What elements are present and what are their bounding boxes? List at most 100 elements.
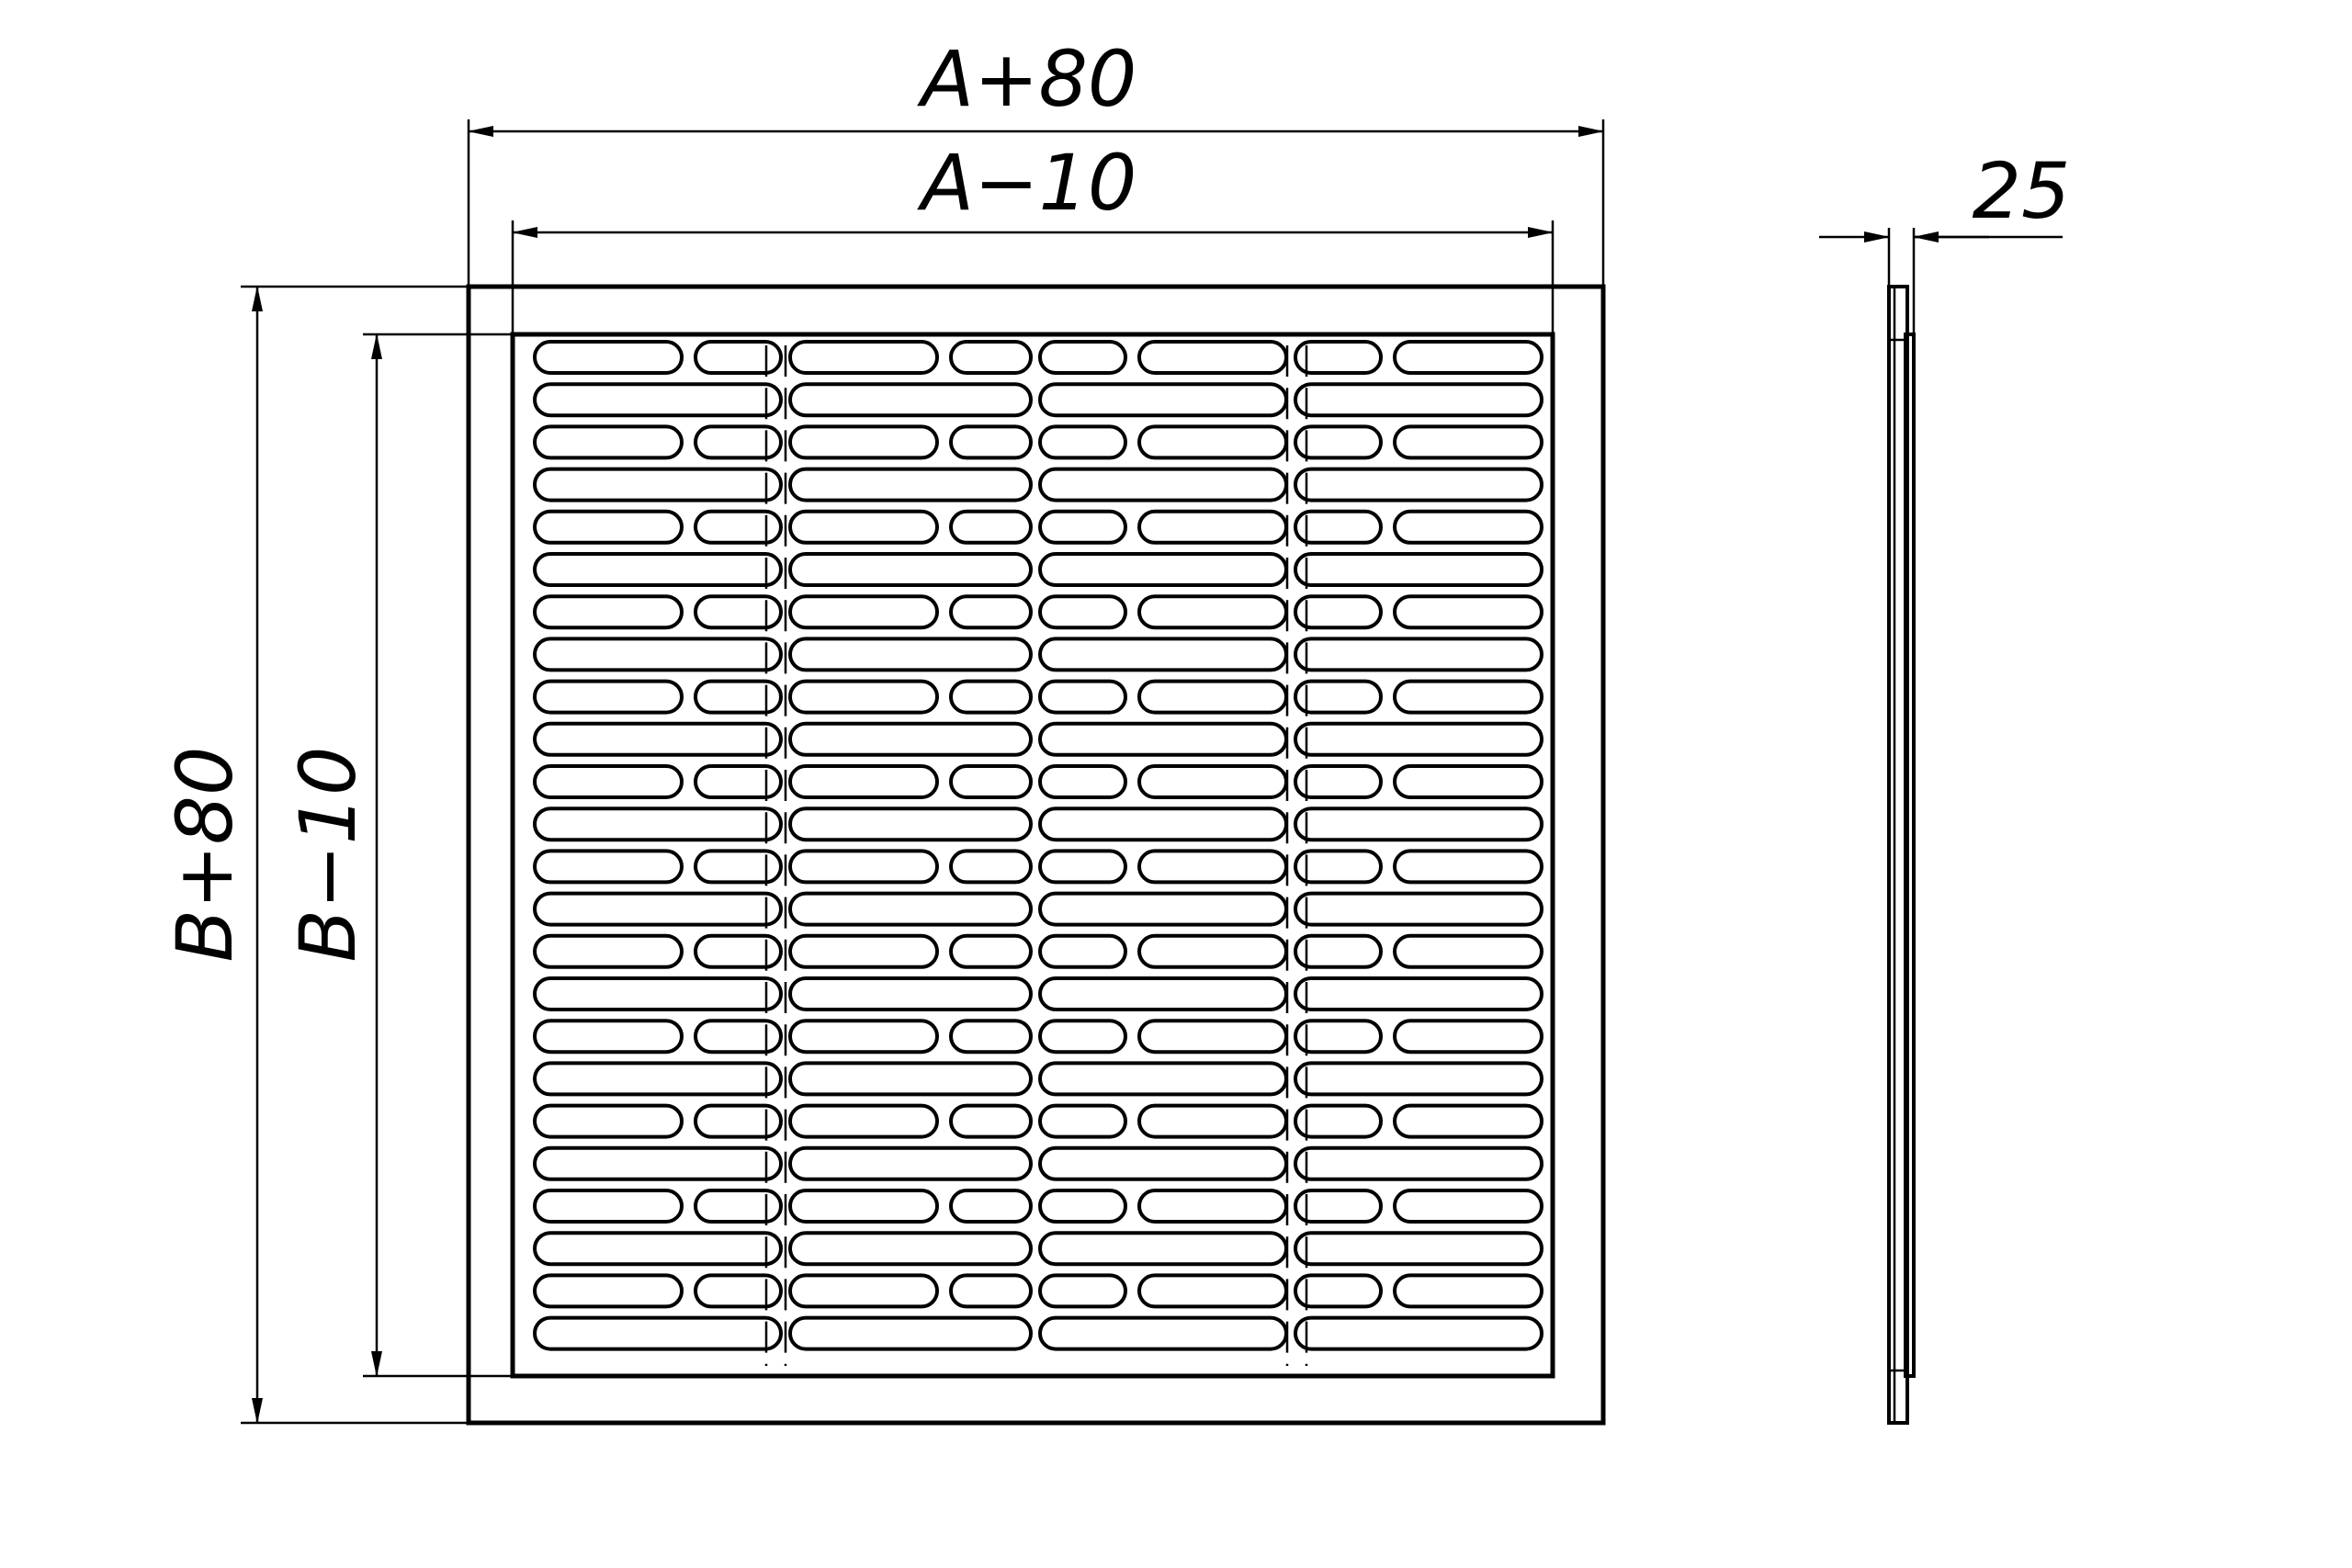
slot <box>1393 1103 1544 1139</box>
dimension-inner-height: B−10 <box>283 333 513 1378</box>
slot <box>788 933 939 969</box>
slot <box>1393 424 1544 460</box>
slot <box>1294 1103 1383 1139</box>
slot <box>1294 467 1544 502</box>
slot <box>1137 509 1288 545</box>
slot <box>788 679 939 715</box>
slot <box>1393 1189 1544 1224</box>
slot <box>1038 976 1288 1011</box>
slot <box>1038 1145 1288 1181</box>
dimension-label-inner-width: A−10 <box>917 138 1137 228</box>
slot <box>533 679 684 715</box>
slot <box>1038 807 1288 842</box>
slot <box>788 1315 1033 1351</box>
slot <box>949 764 1033 799</box>
slot <box>1038 594 1127 630</box>
slot <box>1137 594 1288 630</box>
slot <box>949 340 1033 375</box>
slot <box>694 1019 783 1055</box>
slot <box>533 1061 783 1097</box>
slot <box>694 1103 783 1139</box>
slot <box>1294 552 1544 587</box>
slot <box>1038 637 1288 672</box>
slot <box>1137 764 1288 799</box>
slot <box>788 1189 939 1224</box>
dimension-label-depth: 25 <box>1973 146 2071 236</box>
slot <box>533 849 684 885</box>
slot <box>788 594 939 630</box>
slot <box>1294 509 1383 545</box>
slot <box>1393 594 1544 630</box>
slot <box>1137 849 1288 885</box>
slot <box>949 679 1033 715</box>
slot <box>694 849 783 885</box>
dimension-depth: 25 <box>1819 146 2070 334</box>
slot <box>1294 340 1383 375</box>
slot <box>1294 976 1544 1011</box>
slot <box>1393 340 1544 375</box>
slot <box>1294 933 1383 969</box>
dimension-inner-width: A−10 <box>511 138 1555 334</box>
slot <box>1294 849 1383 885</box>
slot <box>533 807 783 842</box>
slot <box>1038 424 1127 460</box>
slot <box>1137 424 1288 460</box>
slot <box>1038 552 1288 587</box>
slot <box>788 1231 1033 1267</box>
slot <box>694 340 783 375</box>
slot <box>1038 340 1127 375</box>
slot <box>533 552 783 587</box>
slot <box>533 976 783 1011</box>
slot <box>1294 1273 1383 1309</box>
slot <box>694 1273 783 1309</box>
slot <box>949 1103 1033 1139</box>
slot <box>788 1273 939 1309</box>
slot <box>533 424 684 460</box>
slot <box>788 552 1033 587</box>
slot <box>1038 509 1127 545</box>
slot <box>1294 1019 1383 1055</box>
slot <box>533 1273 684 1309</box>
slot <box>533 1231 783 1267</box>
slot <box>694 933 783 969</box>
inner-frame <box>510 332 1555 1379</box>
slot <box>1393 679 1544 715</box>
slot <box>533 891 783 927</box>
slot <box>533 1145 783 1181</box>
slot <box>1038 891 1288 927</box>
slot <box>533 1019 684 1055</box>
slot <box>1038 382 1288 418</box>
slot <box>694 424 783 460</box>
slot <box>1294 637 1544 672</box>
slot <box>694 679 783 715</box>
slot <box>1294 807 1544 842</box>
slot <box>1294 382 1544 418</box>
slot <box>1294 1189 1383 1224</box>
slot <box>1294 1315 1544 1351</box>
slot <box>1393 509 1544 545</box>
slot <box>788 340 939 375</box>
slot <box>533 594 684 630</box>
slot <box>1038 849 1127 885</box>
slot <box>533 1315 783 1351</box>
slot <box>1137 679 1288 715</box>
slot <box>1393 849 1544 885</box>
slot <box>788 382 1033 418</box>
slot <box>788 637 1033 672</box>
slot <box>1393 1273 1544 1309</box>
slot <box>788 1019 939 1055</box>
slot <box>1137 1189 1288 1224</box>
slot <box>1137 1103 1288 1139</box>
slot <box>1038 764 1127 799</box>
slot <box>1393 1019 1544 1055</box>
slot <box>533 467 783 502</box>
slot <box>1038 1231 1288 1267</box>
slot <box>533 382 783 418</box>
slot-grid <box>533 340 1544 1366</box>
slot <box>949 933 1033 969</box>
slot <box>788 764 939 799</box>
slot <box>533 637 783 672</box>
slot <box>1038 1019 1127 1055</box>
dimension-label-outer-width: A+80 <box>917 34 1137 124</box>
